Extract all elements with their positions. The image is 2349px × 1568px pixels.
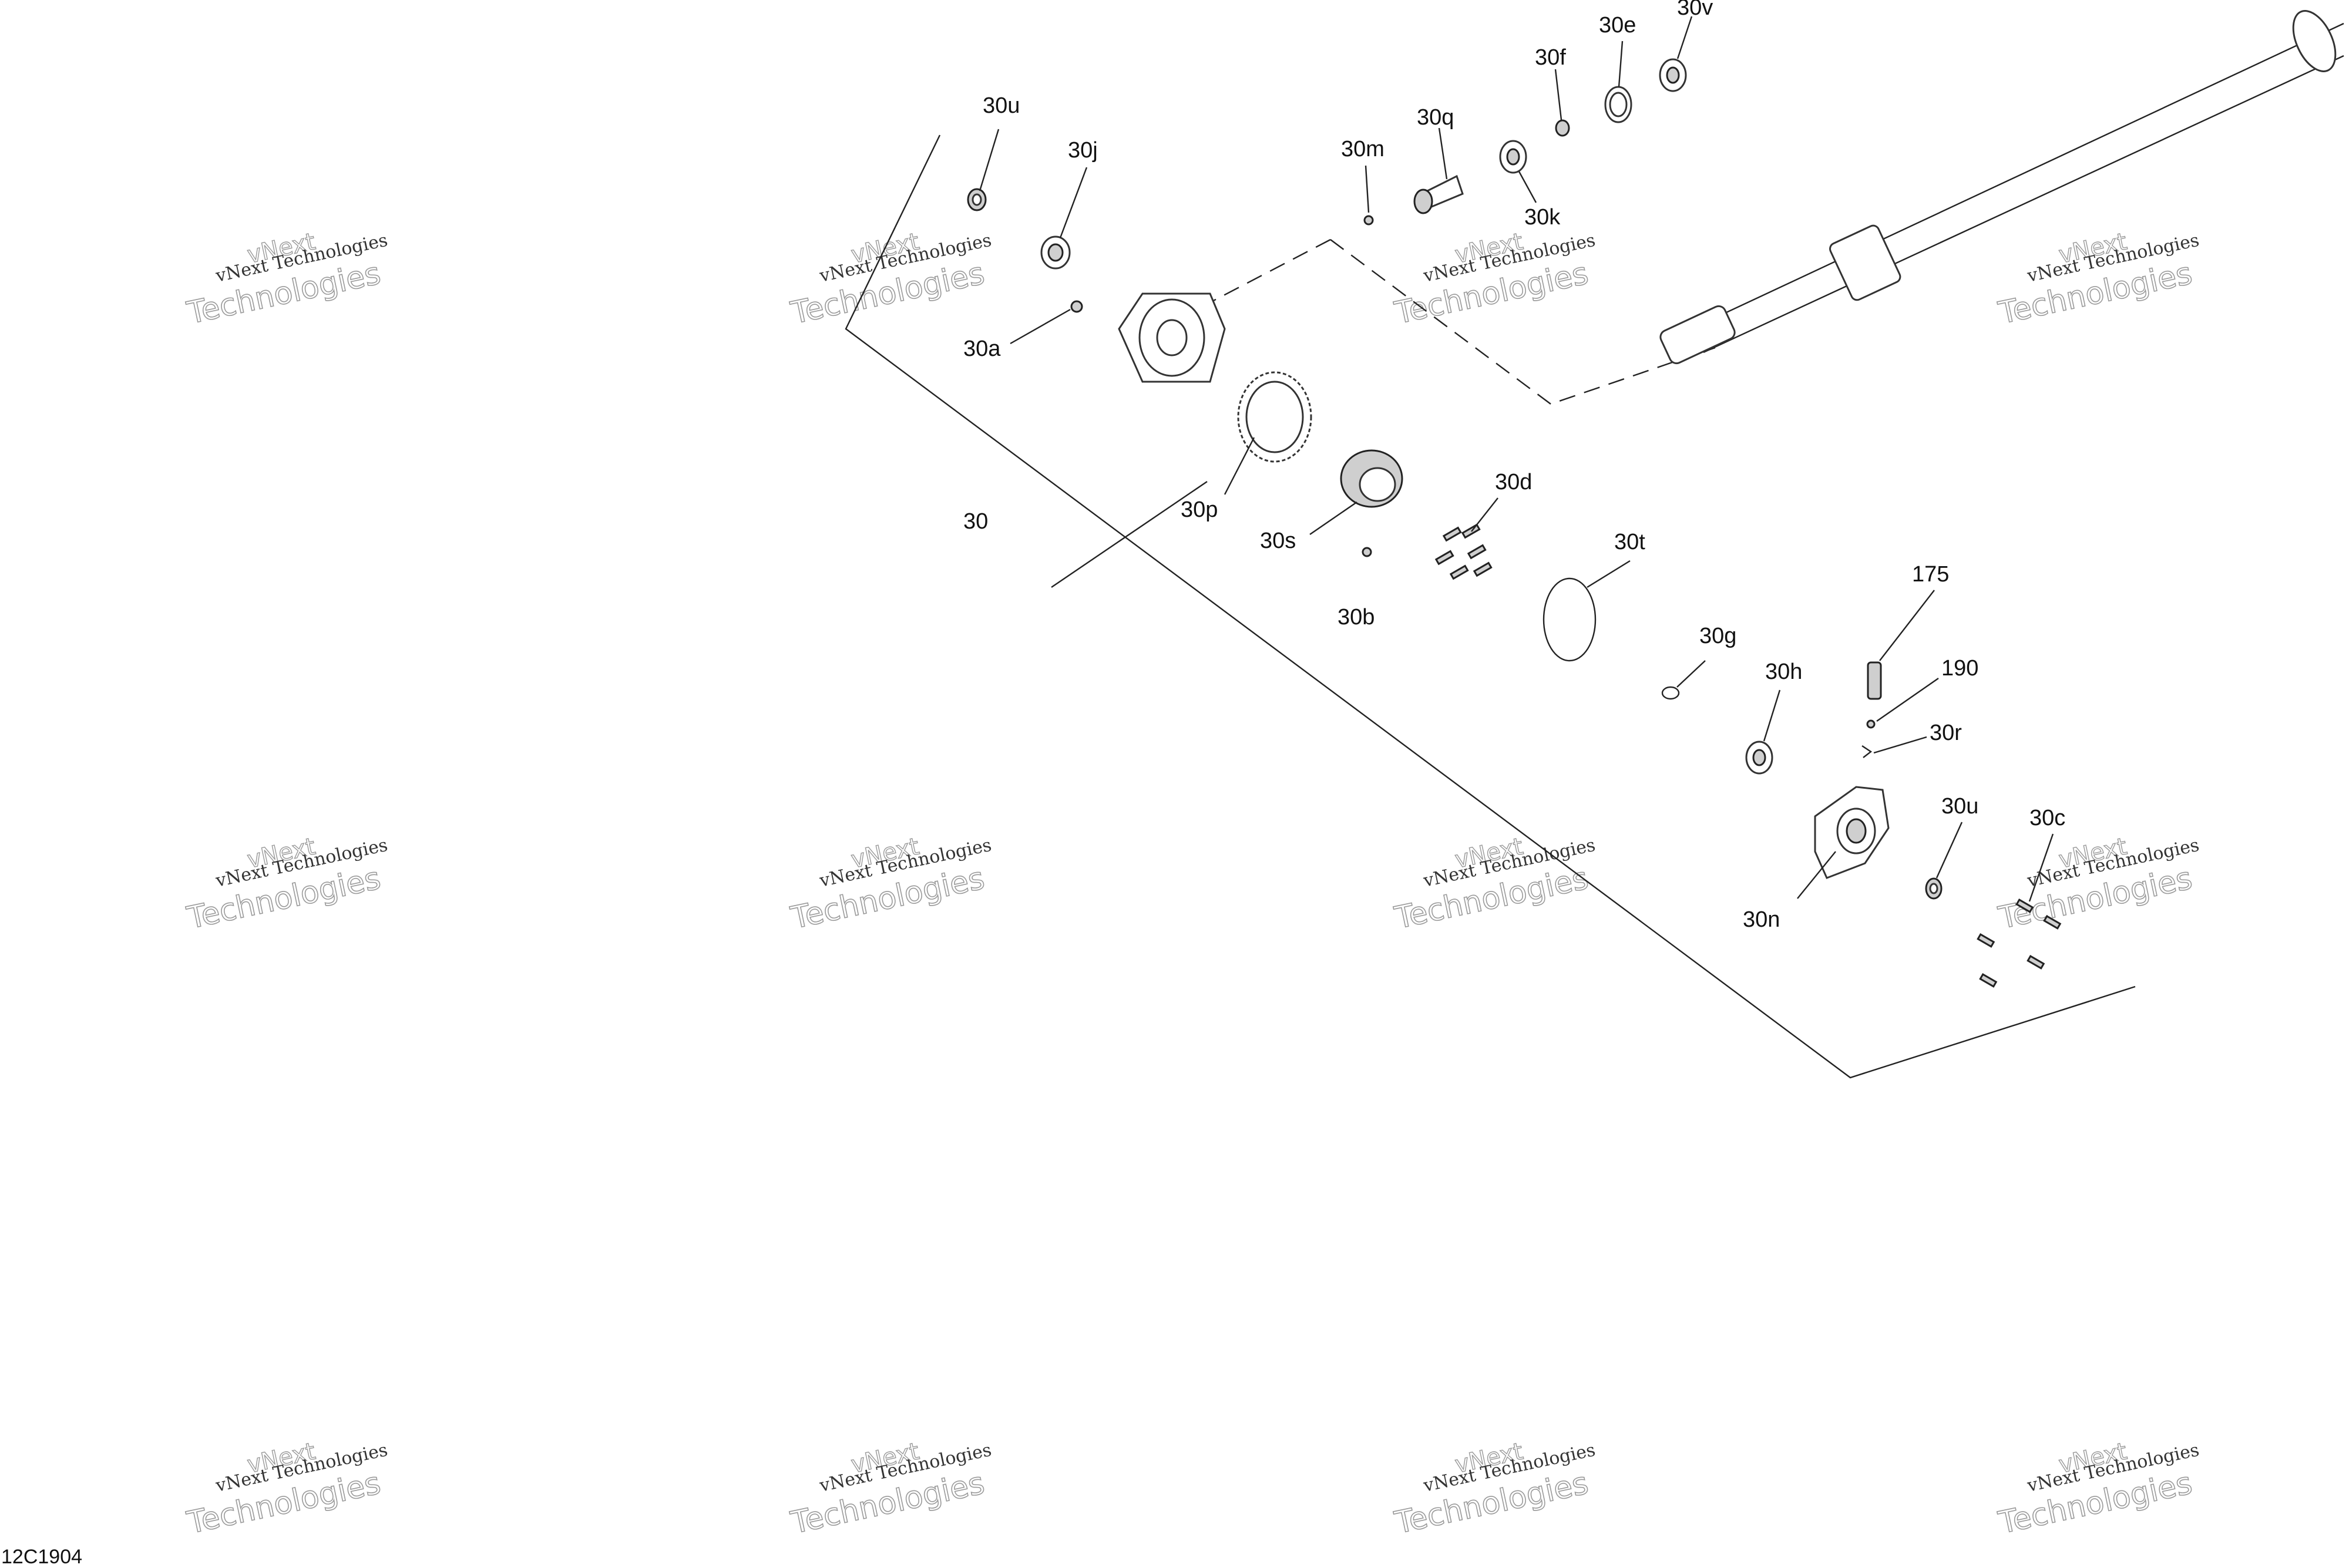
spring-175 (1867, 661, 1882, 700)
watermark: vNext vNext Technologies Technologies (787, 833, 993, 937)
callout-30s: 30s (1260, 529, 1296, 553)
parts (967, 58, 2062, 988)
bolts-30d (1434, 523, 1493, 580)
drive-shaft (1659, 10, 2344, 365)
diagram-code: 12C1904 (1, 1546, 82, 1568)
callout-30t: 30t (1614, 530, 1645, 554)
callout-30u-bottom: 30u (1941, 794, 1978, 819)
callout-30: 30 (963, 509, 988, 534)
watermark: vNext vNext Technologies Technologies (1391, 228, 1597, 332)
watermark: vNext vNext Technologies Technologies (787, 228, 993, 332)
watermarks: vNext vNext Technologies Technologies vN… (183, 228, 2201, 1542)
callout-30e: 30e (1599, 13, 1636, 38)
bolts-30c (1977, 898, 2062, 988)
watermark: vNext vNext Technologies Technologies (787, 1438, 993, 1542)
watermark: vNext vNext Technologies Technologies (1391, 1438, 1597, 1542)
callout-30j: 30j (1068, 138, 1098, 163)
plug-30m (1363, 215, 1374, 226)
ball-190 (1866, 719, 1876, 729)
callout-30m: 30m (1341, 137, 1384, 161)
callout-30k: 30k (1524, 205, 1561, 230)
callout-30f: 30f (1535, 45, 1566, 70)
callout-30d: 30d (1495, 470, 1532, 494)
differential-30s (1340, 449, 1403, 508)
clip-30r (1861, 745, 1873, 758)
watermark: vNext vNext Technologies Technologies (1995, 833, 2201, 937)
ring-30g (1661, 686, 1680, 700)
callout-30u-top: 30u (983, 93, 1020, 118)
watermark: vNext vNext Technologies Technologies (183, 833, 389, 937)
o-ring-30t (1543, 577, 1597, 662)
callout-30n: 30n (1743, 907, 1780, 932)
callout-30h: 30h (1765, 659, 1802, 684)
callout-30r: 30r (1930, 721, 1962, 745)
watermark: vNext vNext Technologies Technologies (183, 228, 389, 332)
watermark: vNext vNext Technologies Technologies (1391, 833, 1597, 937)
callout-30b: 30b (1338, 605, 1375, 630)
callout-30g: 30g (1699, 624, 1736, 648)
watermark: vNext vNext Technologies Technologies (183, 1438, 389, 1542)
nut-30f (1555, 119, 1570, 137)
watermark: vNext vNext Technologies Technologies (1995, 1438, 2201, 1542)
ring-gear-30p (1237, 371, 1312, 463)
plug-30b (1362, 547, 1372, 557)
housing-30 (1118, 292, 1226, 383)
watermark: vNext vNext Technologies Technologies (1995, 228, 2201, 332)
callout-30q: 30q (1417, 105, 1454, 130)
assembly-boundary (845, 134, 2136, 1079)
callout-30v: 30v (1677, 0, 1713, 20)
callout-175: 175 (1912, 562, 1949, 587)
callout-30a: 30a (963, 337, 1001, 361)
plug-30a (1070, 300, 1083, 313)
callout-labels: 30 30a 30b 30c 30d 30e 30f 30g 30h 30j 3… (963, 0, 2065, 932)
callout-30p: 30p (1181, 497, 1218, 522)
callout-30c: 30c (2029, 806, 2065, 830)
callout-190: 190 (1941, 656, 1978, 681)
leader-lines (979, 16, 2054, 902)
pinion-gear-30q (1413, 174, 1464, 214)
